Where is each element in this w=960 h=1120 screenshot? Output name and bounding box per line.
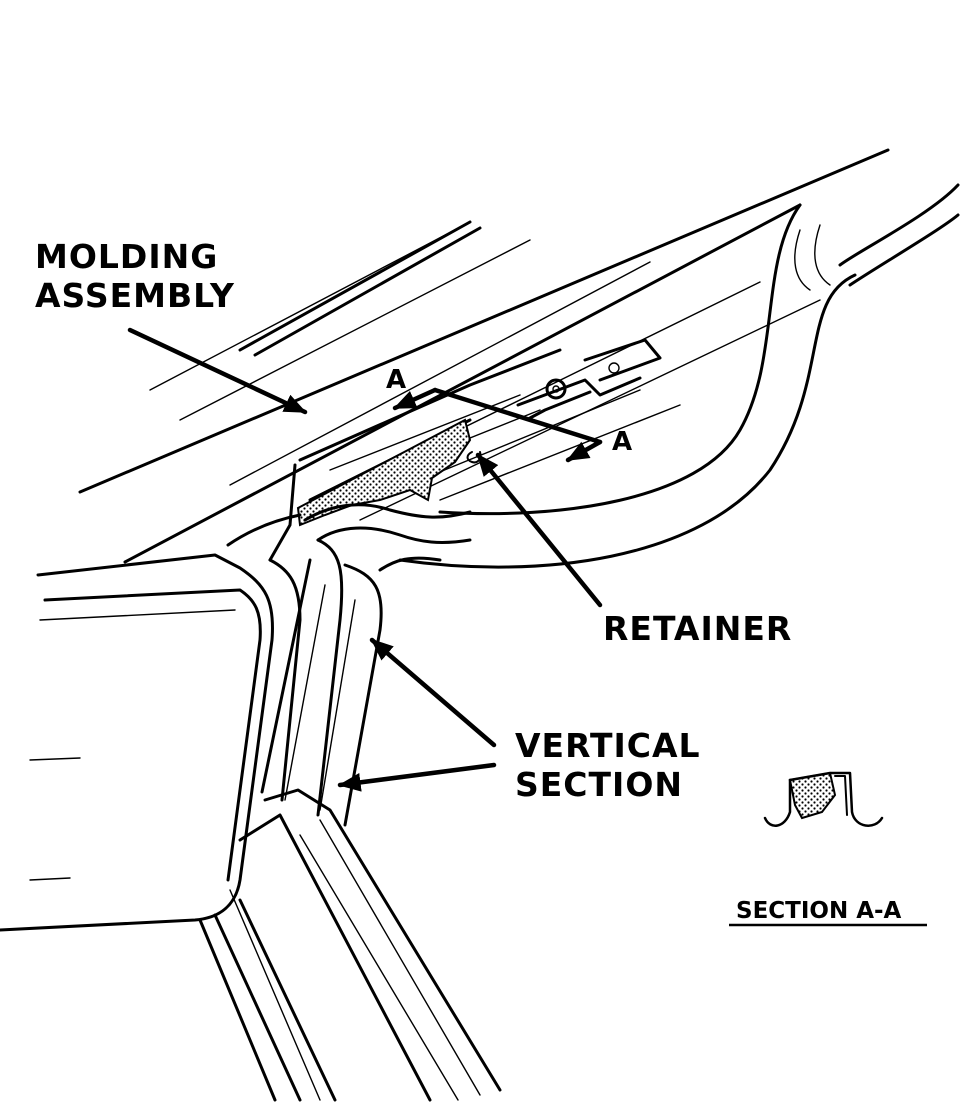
retainer-label: RETAINER (603, 609, 792, 648)
window-frame (0, 553, 275, 932)
section-caption: SECTION A-A (736, 898, 902, 924)
roof-rail (78, 148, 890, 564)
leader-arrows (127, 327, 603, 792)
section-marker-left: A (386, 365, 406, 395)
retaining-tab (516, 338, 662, 420)
retainer-leader (475, 452, 603, 608)
roof-recess (398, 183, 960, 569)
lower-channel (198, 788, 502, 1102)
molding-leader (127, 327, 308, 415)
vertical-label-line2: SECTION (515, 765, 683, 804)
vertical-label-line1: VERTICAL (515, 726, 701, 765)
section-profile (763, 771, 884, 827)
corner-joint (226, 463, 472, 562)
sealer-bead (296, 418, 472, 527)
section-marker-right: A (612, 427, 632, 457)
vertical-leader-lower (337, 762, 497, 792)
section-cut-line (392, 387, 603, 463)
molding-label-line2: ASSEMBLY (35, 276, 235, 315)
vertical-leader-upper (369, 637, 497, 748)
molding-label-line1: MOLDING (35, 237, 218, 276)
vertical-pillar (260, 538, 442, 827)
